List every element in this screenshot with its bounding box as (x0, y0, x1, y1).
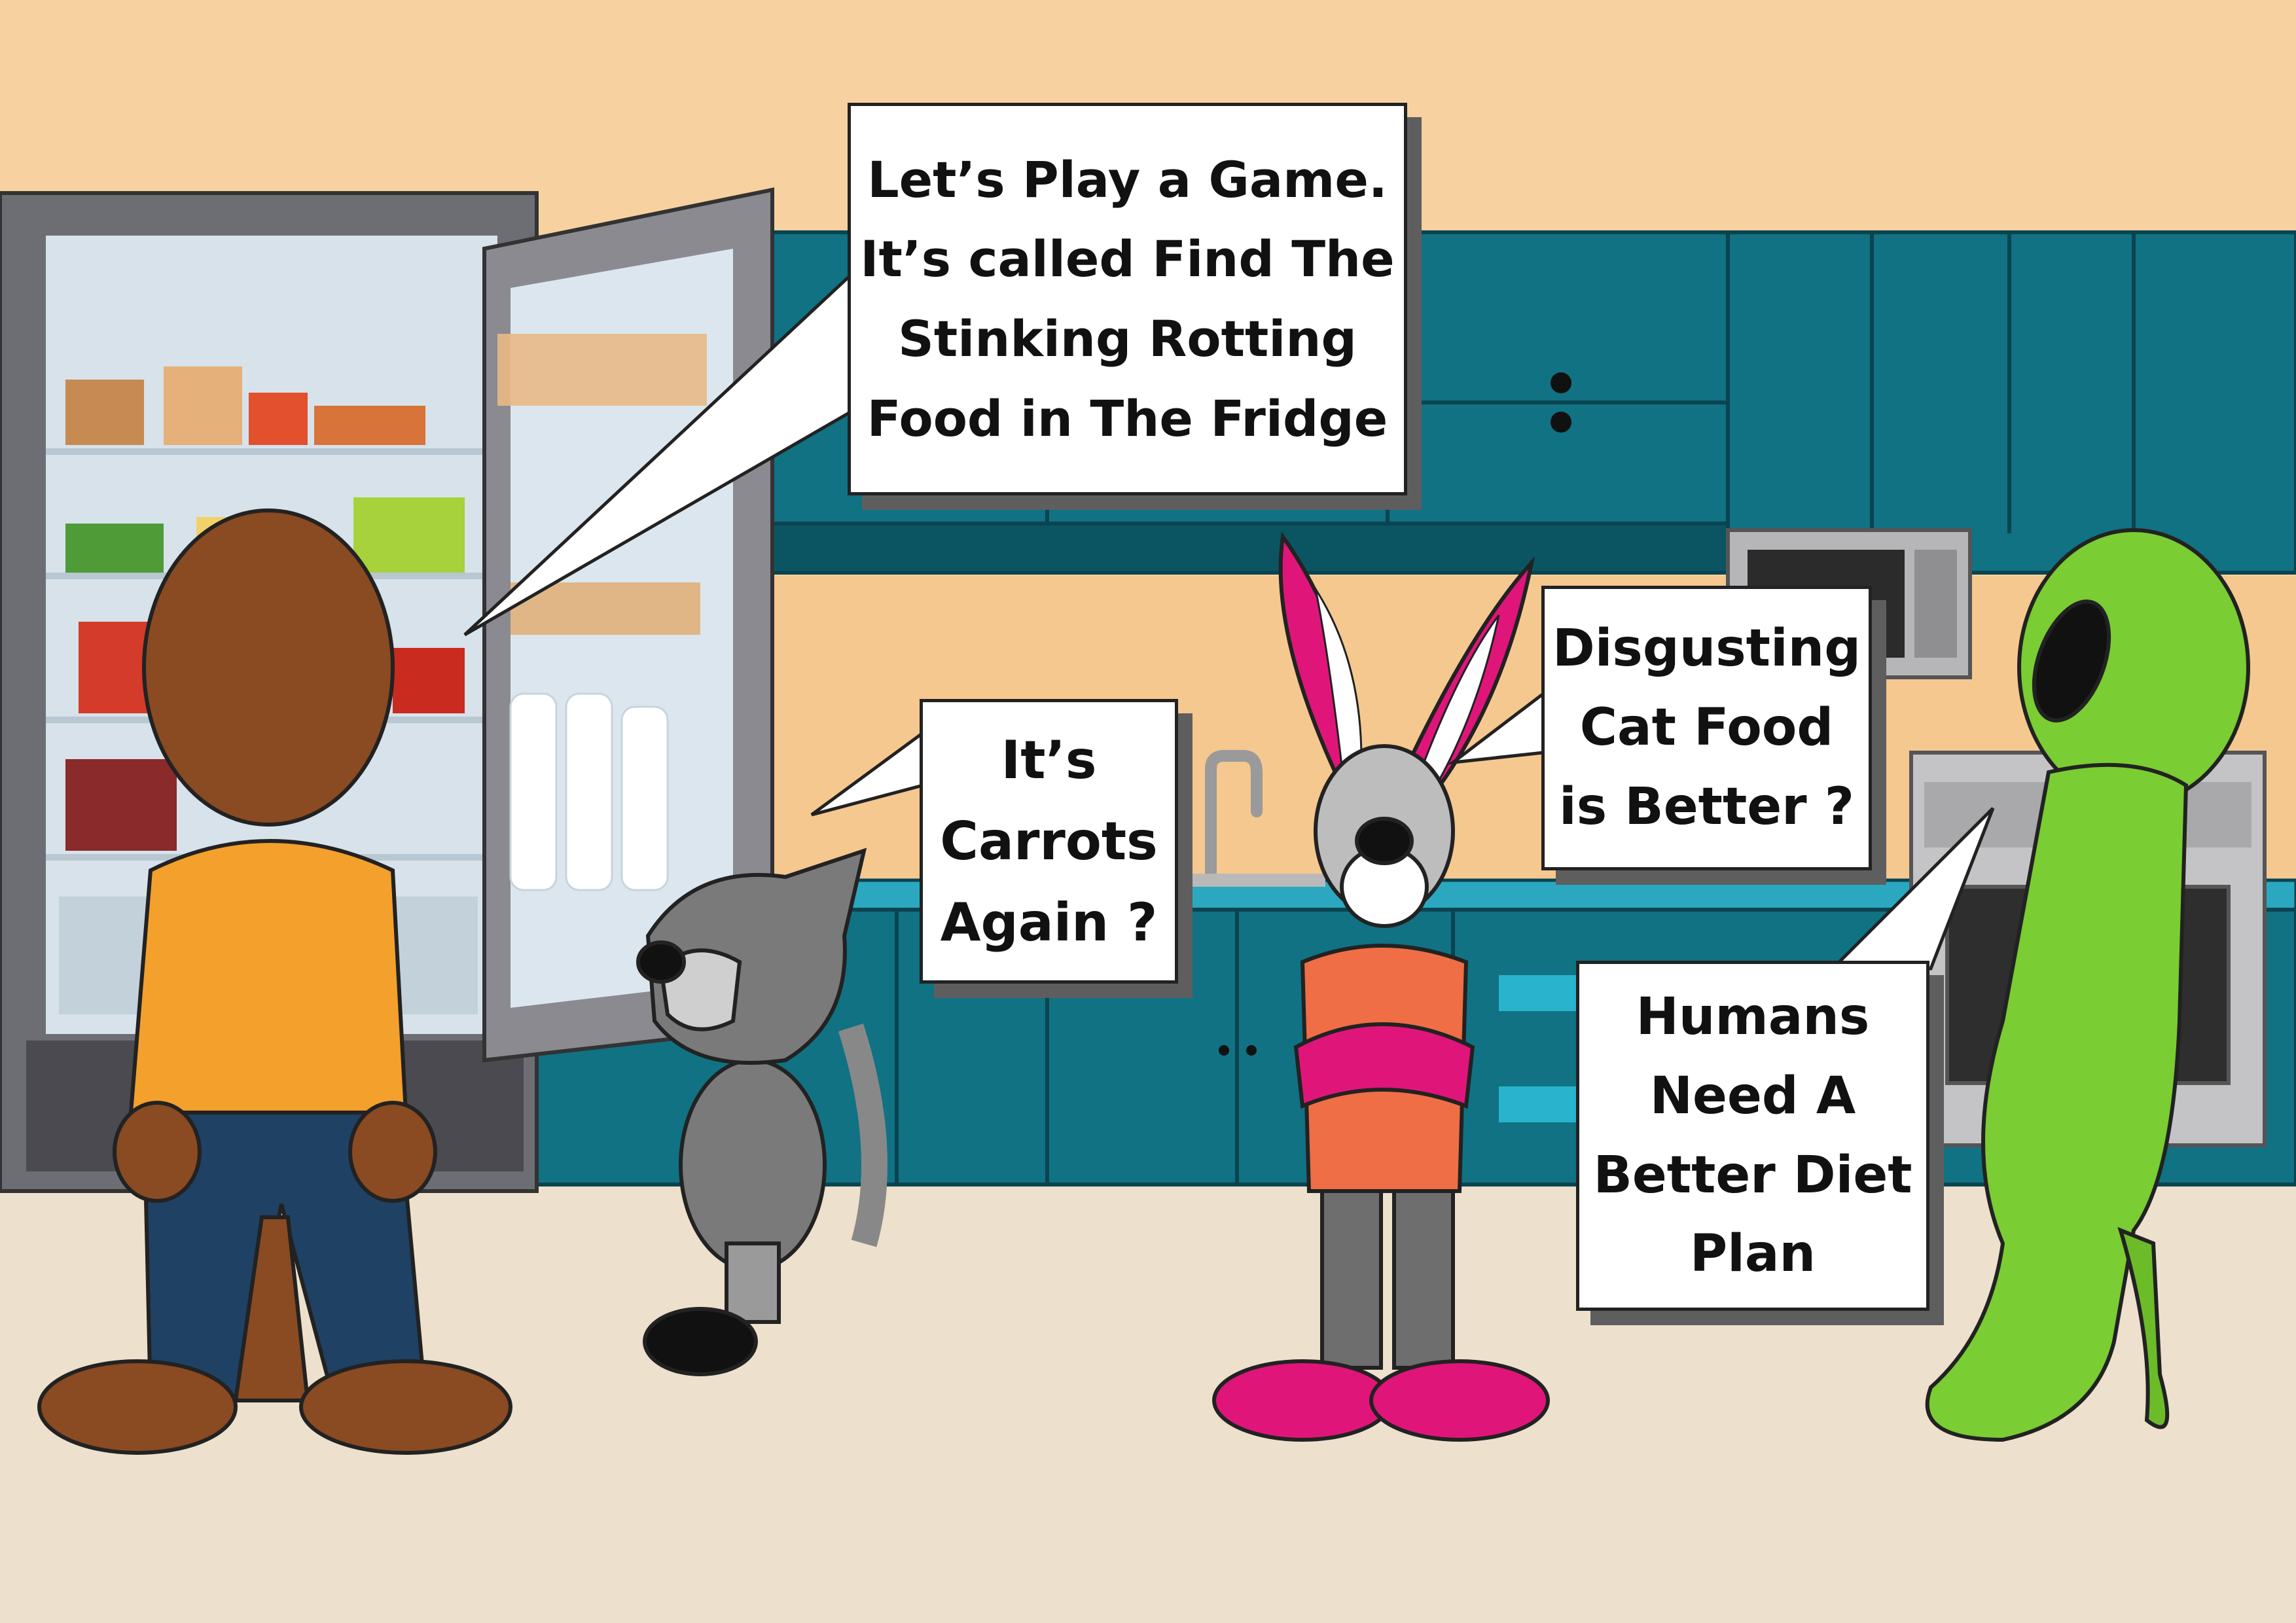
bubble-line: Let’s Play a Game. (867, 150, 1388, 209)
cabinet-knob (1551, 372, 1571, 393)
bubble-line: Carrots (940, 810, 1158, 872)
alien-character (1925, 528, 2250, 1442)
bubble-text: Let’s Play a Game. It’s called Find The … (860, 140, 1394, 458)
bubble-line: Cat Food (1579, 698, 1834, 758)
speech-bubble-alien: Humans Need A Better Diet Plan (1576, 961, 1929, 1311)
bubble-text: It’s Carrots Again ? (940, 720, 1157, 963)
rabbit-character (1212, 531, 1550, 1442)
raccoon-character (636, 847, 888, 1376)
bubble-line: Humans (1636, 987, 1870, 1046)
bubble-line: It’s (1001, 729, 1097, 791)
cabinet-knob (1219, 1045, 1229, 1056)
bubble-text: Humans Need A Better Diet Plan (1593, 978, 1912, 1294)
speech-bubble-rabbit: Disgusting Cat Food is Better ? (1541, 586, 1872, 870)
bubble-line: Food in The Fridge (867, 389, 1388, 448)
speech-bubble-raccoon: It’s Carrots Again ? (920, 699, 1178, 984)
sink-faucet-icon (1179, 750, 1263, 883)
bubble-line: is Better ? (1558, 777, 1854, 836)
bubble-line: It’s called Find The (860, 230, 1395, 289)
bubble-line: Plan (1689, 1224, 1816, 1284)
bubble-line: Disgusting (1552, 619, 1861, 679)
bubble-line: Need A (1649, 1066, 1856, 1126)
werewolf-character (37, 508, 512, 1455)
speech-bubble-werewolf: Let’s Play a Game. It’s called Find The … (848, 103, 1407, 495)
bubble-text: Disgusting Cat Food is Better ? (1552, 609, 1861, 847)
open-fridge-icon (0, 187, 774, 1193)
cabinet-knob (1551, 412, 1571, 433)
bubble-line: Again ? (940, 891, 1158, 953)
bubble-line: Better Diet (1593, 1145, 1912, 1205)
sink-basin (1175, 874, 1325, 887)
cabinet-knob (1246, 1045, 1257, 1056)
bubble-line: Stinking Rotting (898, 310, 1357, 368)
